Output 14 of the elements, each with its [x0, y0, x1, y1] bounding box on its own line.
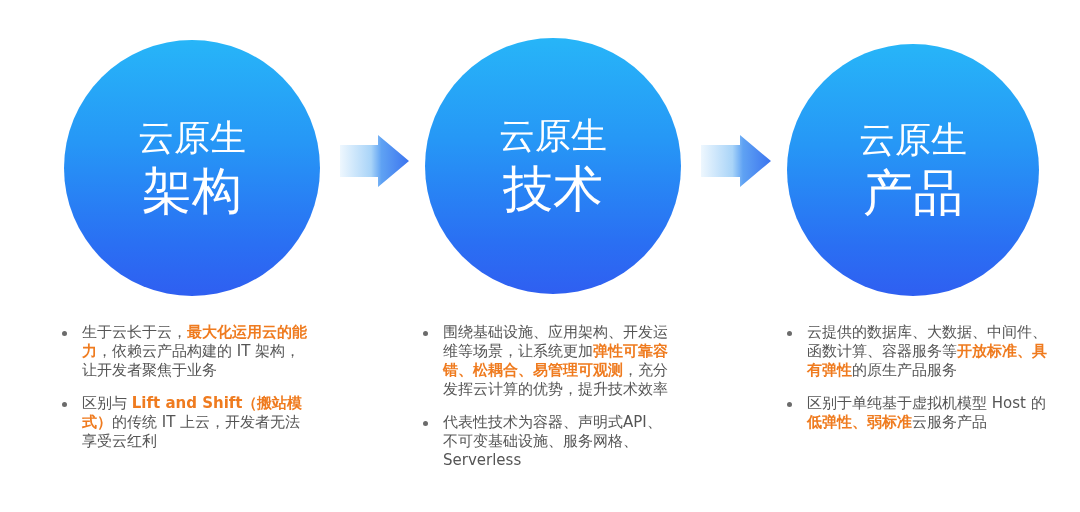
- bullet-text: 代表性技术为容器、声明式API、不可变基础设施、服务网格、Serverless: [443, 413, 663, 470]
- bullet-text: 生于云长于云，最大化运用云的能力，依赖云产品构建的 IT 架构，让开发者聚焦于业务: [82, 323, 308, 380]
- circle-label: 云原生: [138, 116, 246, 160]
- circle-label: 云原生: [499, 114, 607, 158]
- circle-title: 技术: [503, 159, 603, 219]
- arrow: [701, 135, 771, 187]
- bullet-text: 围绕基础设施、应用架构、开发运维等场景，让系统更加弹性可靠容错、松耦合、易管理可观测，充分发挥云计算的优势，提升技术效率: [443, 323, 669, 399]
- circle-title: 产品: [863, 163, 963, 223]
- circle-title: 架构: [142, 161, 242, 221]
- bullet-text: 区别与 Lift and Shift（搬站模式）的传统 IT 上云，开发者无法享受云红利: [82, 394, 304, 451]
- circle-label: 云原生: [859, 118, 967, 162]
- arrow: [340, 135, 409, 187]
- bullet-text: 云提供的数据库、大数据、中间件、函数计算、容器服务等开放标准、具有弹性的原生产品服务: [807, 323, 1048, 380]
- bullet-text: 区别于单纯基于虚拟机模型 Host 的低弹性、弱标准云服务产品: [807, 394, 1047, 432]
